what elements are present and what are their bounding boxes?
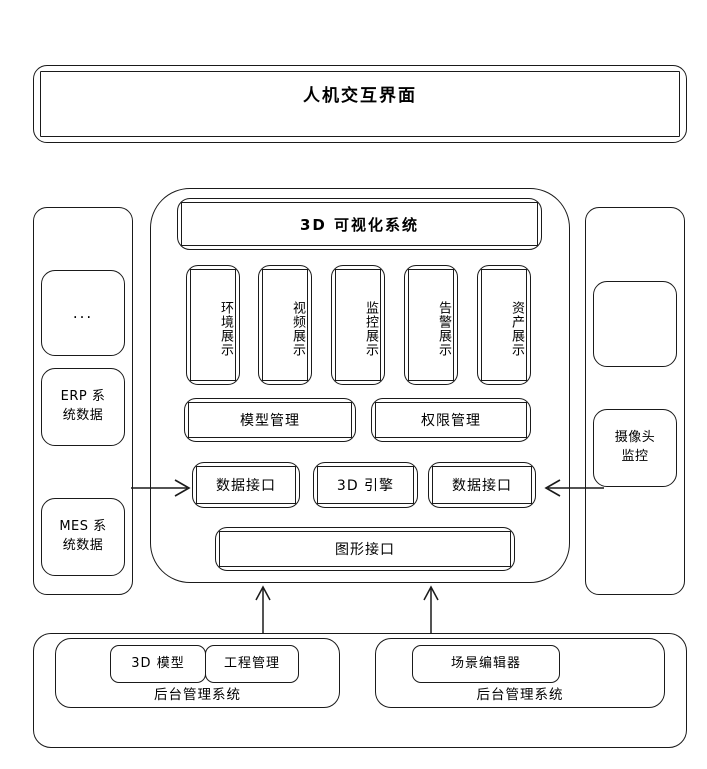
module-environment-display-label: 环境展示 [218,301,233,357]
backend-right-caption: 后台管理系统 [375,685,665,705]
box-engine-3d-label: 3D 引擎 [336,478,395,494]
box-scene-editor[interactable]: 场景编辑器 [412,645,560,683]
box-engine-3d-inner: 3D 引擎 [317,466,414,504]
module-video-display[interactable]: 视频展示 [258,265,312,385]
sidebar-item-empty-slot[interactable] [593,281,677,367]
visualization-system-header-inner: 3D 可视化系统 [181,202,538,246]
box-data-interface-right-label: 数据接口 [452,478,512,494]
box-permission-management-label: 权限管理 [421,413,481,429]
box-data-interface-left[interactable]: 数据接口 [192,462,300,508]
arrow-left-to-data-interface [131,476,197,500]
module-asset-display-inner: 资产展示 [481,269,527,381]
module-video-display-inner: 视频展示 [262,269,308,381]
box-model-management-inner: 模型管理 [188,402,352,438]
module-monitor-display-inner: 监控展示 [335,269,381,381]
sidebar-item-mes-data[interactable]: MES 系 统数据 [41,498,125,576]
visualization-system-label: 3D 可视化系统 [299,215,420,234]
box-data-interface-right-inner: 数据接口 [432,466,532,504]
sidebar-item-camera-monitor[interactable]: 摄像头 监控 [593,409,677,487]
hmi-title-label: 人机交互界面 [303,86,417,106]
box-model-management[interactable]: 模型管理 [184,398,356,442]
module-asset-display[interactable]: 资产展示 [477,265,531,385]
sidebar-item-erp-data-label: ERP 系 统数据 [60,389,106,423]
box-model-management-label: 模型管理 [240,413,300,429]
sidebar-item-mes-data-label: MES 系 统数据 [59,519,107,553]
arrow-right-to-data-interface [538,476,604,500]
box-project-management[interactable]: 工程管理 [205,645,299,683]
visualization-system-header[interactable]: 3D 可视化系统 [177,198,542,250]
sidebar-item-erp-data[interactable]: ERP 系 统数据 [41,368,125,446]
module-monitor-display-label: 监控展示 [363,301,378,357]
box-graphics-interface-label: 图形接口 [335,542,395,558]
box-permission-management-inner: 权限管理 [375,402,527,438]
module-video-display-label: 视频展示 [290,301,305,357]
backend-left-caption-label: 后台管理系统 [154,686,241,703]
box-project-management-label: 工程管理 [223,655,280,671]
arrow-backend-right-to-center [420,585,442,634]
center-core-panel [150,188,570,583]
box-data-interface-right[interactable]: 数据接口 [428,462,536,508]
box-engine-3d[interactable]: 3D 引擎 [313,462,418,508]
backend-right-caption-label: 后台管理系统 [476,686,564,703]
box-graphics-interface[interactable]: 图形接口 [215,527,515,571]
sidebar-item-placeholder[interactable]: ... [41,270,125,356]
sidebar-item-camera-monitor-label: 摄像头 监控 [614,430,656,464]
backend-left-caption: 后台管理系统 [55,685,340,705]
module-alarm-display-label: 告警展示 [436,301,451,357]
arrow-backend-left-to-center [252,585,274,634]
box-model-3d-label: 3D 模型 [131,655,185,671]
box-graphics-interface-inner: 图形接口 [219,531,511,567]
hmi-title-box: 人机交互界面 [40,71,680,137]
module-alarm-display-inner: 告警展示 [408,269,454,381]
box-data-interface-left-inner: 数据接口 [196,466,296,504]
module-environment-display[interactable]: 环境展示 [186,265,240,385]
box-scene-editor-label: 场景编辑器 [450,655,521,671]
module-monitor-display[interactable]: 监控展示 [331,265,385,385]
module-asset-display-label: 资产展示 [509,301,524,357]
module-alarm-display[interactable]: 告警展示 [404,265,458,385]
box-model-3d[interactable]: 3D 模型 [110,645,206,683]
box-data-interface-left-label: 数据接口 [216,478,276,494]
module-environment-display-inner: 环境展示 [190,269,236,381]
sidebar-item-placeholder-label: ... [72,303,94,322]
box-permission-management[interactable]: 权限管理 [371,398,531,442]
right-video-sources-panel [585,207,685,595]
